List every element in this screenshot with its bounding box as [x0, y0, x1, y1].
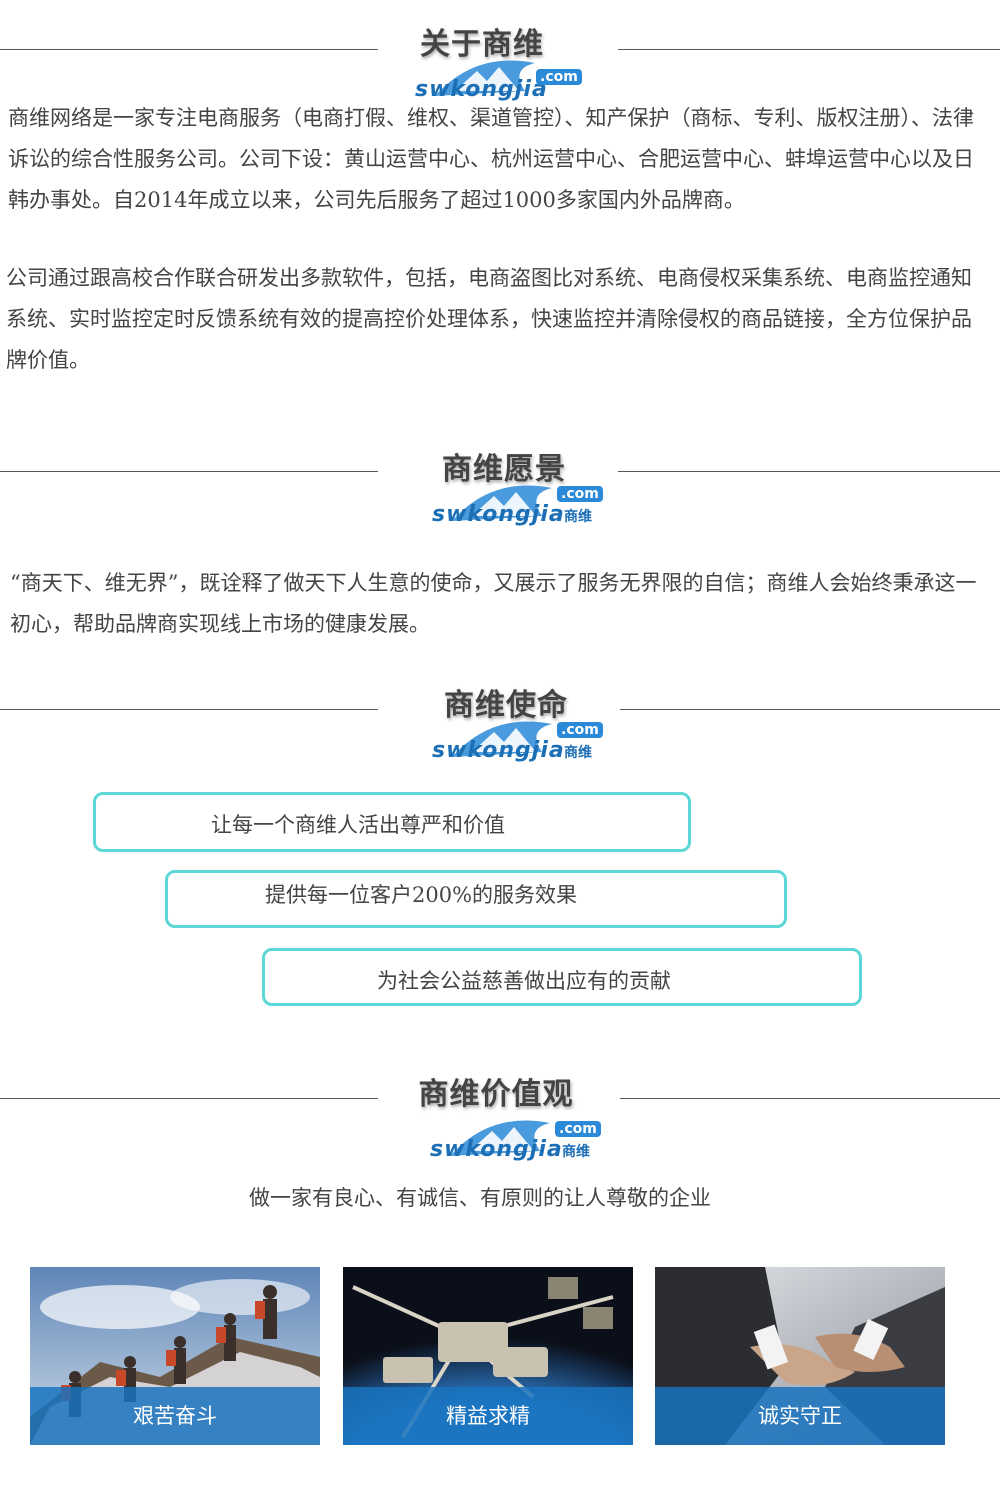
- brand-logo: swkongjia .com 商维: [432, 712, 632, 772]
- about-header: 关于商维 swkongjia .com: [0, 15, 1000, 125]
- header-rule-left: [0, 1098, 378, 1099]
- brand-logo: swkongjia .com 商维: [430, 1111, 630, 1171]
- mission-item-text: 提供每一位客户200%的服务效果: [265, 883, 578, 907]
- about-logo-com: .com: [536, 66, 582, 85]
- value-card-1: 艰苦奋斗: [30, 1267, 320, 1445]
- logo-text: swkongjia: [415, 77, 548, 102]
- about-title: 关于商维: [420, 27, 544, 62]
- value-card-3: 诚实守正: [655, 1267, 945, 1445]
- logo-cn: 商维: [564, 745, 592, 761]
- about-paragraph-1: 商维网络是一家专注电商服务（电商打假、维权、渠道管控）、知产保护（商标、专利、版…: [8, 106, 974, 212]
- logo-text: swkongjia: [430, 1137, 563, 1162]
- logo-com: .com: [557, 722, 603, 738]
- header-rule-right: [620, 709, 1000, 710]
- mission-item-1: 让每一个商维人活出尊严和价值: [93, 792, 691, 852]
- value-card-caption: 精益求精: [343, 1387, 633, 1445]
- logo-com: .com: [555, 1121, 601, 1137]
- logo-cn: 商维: [562, 1144, 590, 1160]
- mountain-logo-icon: [452, 485, 552, 521]
- header-rule-left: [0, 49, 378, 50]
- mountain-logo-icon: [435, 60, 535, 96]
- header-rule-right: [620, 1098, 1000, 1099]
- logo-com: .com: [557, 486, 603, 502]
- value-card-caption: 诚实守正: [655, 1387, 945, 1445]
- logo-text: swkongjia: [432, 738, 565, 763]
- mission-item-3: 为社会公益慈善做出应有的贡献: [262, 948, 862, 1006]
- header-rule-left: [0, 709, 378, 710]
- mission-title: 商维使命: [444, 688, 568, 723]
- value-card-2: 精益求精: [343, 1267, 633, 1445]
- values-title: 商维价值观: [418, 1077, 574, 1112]
- mission-header: 商维使命 swkongjia .com 商维: [0, 676, 1000, 786]
- vision-title: 商维愿景: [442, 452, 566, 487]
- mountain-logo-icon: [452, 721, 552, 757]
- header-rule-left: [0, 471, 378, 472]
- mission-item-2: 提供每一位客户200%的服务效果: [165, 870, 787, 928]
- mountain-logo-icon: [450, 1120, 550, 1156]
- brand-logo: swkongjia .com 商维: [432, 476, 632, 536]
- vision-header: 商维愿景 swkongjia .com 商维: [0, 440, 1000, 550]
- logo-text: swkongjia: [432, 502, 565, 527]
- value-card-caption: 艰苦奋斗: [30, 1387, 320, 1445]
- values-slogan: 做一家有良心、有诚信、有原则的让人尊敬的企业: [249, 1186, 711, 1210]
- header-rule-right: [618, 471, 1000, 472]
- logo-cn: 商维: [564, 509, 592, 525]
- values-header: 商维价值观 swkongjia .com 商维: [0, 1065, 1000, 1175]
- mission-item-text: 让每一个商维人活出尊严和价值: [211, 813, 505, 837]
- logo-com-badge: .com: [536, 69, 582, 85]
- vision-paragraph: “商天下、维无界”，既诠释了做天下人生意的使命，又展示了服务无界限的自信；商维人…: [10, 571, 977, 636]
- header-rule-right: [618, 49, 1000, 50]
- about-paragraph-2: 公司通过跟高校合作联合研发出多款软件，包括，电商盗图比对系统、电商侵权采集系统、…: [6, 266, 972, 372]
- mission-item-text: 为社会公益慈善做出应有的贡献: [377, 969, 671, 993]
- brand-logo: swkongjia .com: [415, 51, 615, 111]
